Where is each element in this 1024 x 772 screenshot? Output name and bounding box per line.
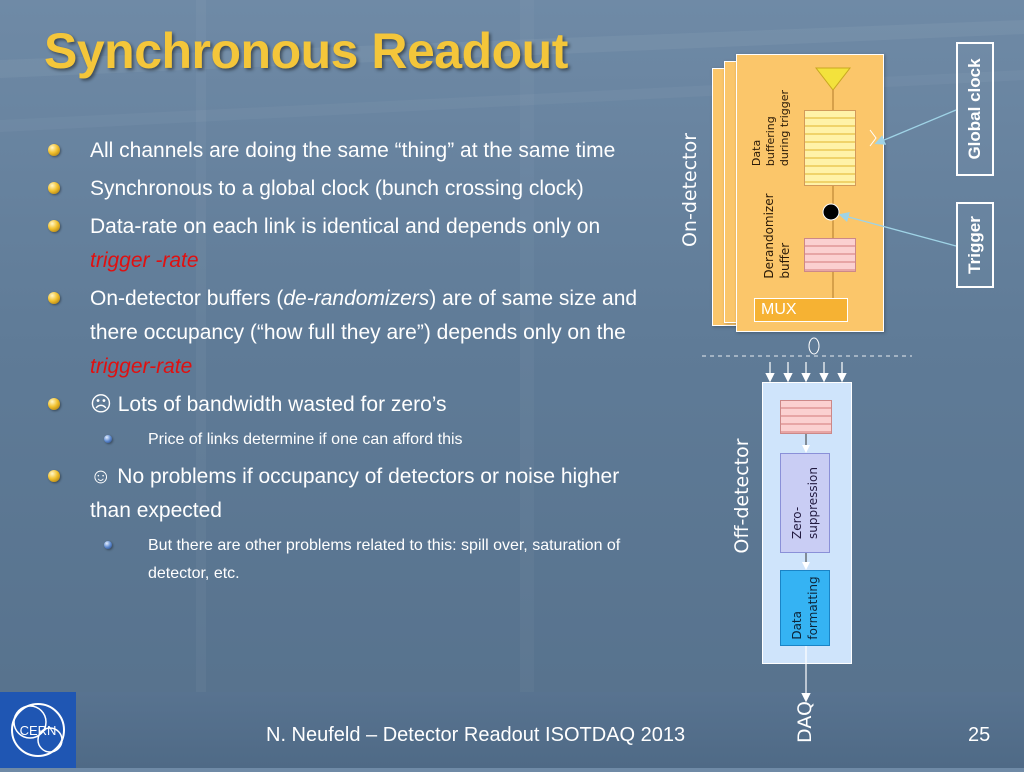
footer-text: N. Neufeld – Detector Readout ISOTDAQ 20… bbox=[266, 724, 686, 746]
bullet-icon bbox=[48, 144, 60, 156]
bullet-icon bbox=[48, 182, 60, 194]
derandomizer-label: Derandomizer buffer bbox=[762, 193, 792, 279]
bullet-list: All channels are doing the same “thing” … bbox=[44, 134, 644, 594]
bullet-item: On-detector buffers (de-randomizers) are… bbox=[44, 282, 644, 384]
bullet-item: Data-rate on each link is identical and … bbox=[44, 210, 644, 278]
daq-label: DAQ bbox=[794, 701, 816, 743]
bullet-item: Synchronous to a global clock (bunch cro… bbox=[44, 172, 644, 206]
derandomizer-buffer bbox=[804, 238, 856, 272]
off-detector-label: Off-detector bbox=[731, 438, 753, 554]
bullet-text: de-randomizers bbox=[283, 287, 430, 310]
slide-title: Synchronous Readout bbox=[44, 23, 568, 79]
bullet-text: Synchronous to a global clock (bunch cro… bbox=[90, 177, 584, 200]
bullet-text: But there are other problems related to … bbox=[148, 537, 621, 582]
trigger-label: Trigger bbox=[965, 216, 984, 274]
bullet-text: Data-rate on each link is identical and … bbox=[90, 215, 601, 238]
bullet-text: All channels are doing the same “thing” … bbox=[90, 139, 616, 162]
off-detector-buffer bbox=[780, 400, 832, 434]
bullet-text: trigger -rate bbox=[90, 249, 199, 272]
sub-bullet-icon bbox=[104, 435, 112, 443]
data-formatting-label: Data formatting bbox=[790, 576, 820, 640]
cern-logo: CERN bbox=[0, 692, 76, 768]
on-detector-label: On-detector bbox=[679, 132, 701, 248]
sub-bullet-item: Price of links determine if one can affo… bbox=[44, 426, 644, 454]
bullet-icon bbox=[48, 470, 60, 482]
bullet-text: trigger-rate bbox=[90, 355, 193, 378]
global-clock-box: Global clock bbox=[956, 42, 994, 176]
trigger-box: Trigger bbox=[956, 202, 994, 288]
bullet-icon bbox=[48, 398, 60, 410]
page-number: 25 bbox=[968, 724, 991, 746]
bullet-icon bbox=[48, 220, 60, 232]
sub-bullet-item: But there are other problems related to … bbox=[44, 532, 644, 588]
data-buffer bbox=[804, 110, 856, 186]
bullet-text: ) are of same size and there occupancy (… bbox=[90, 287, 638, 344]
mux-block: MUX bbox=[754, 298, 848, 322]
bullet-item: ☹ Lots of bandwidth wasted for zero’s bbox=[44, 388, 644, 422]
footer-bar bbox=[0, 692, 1024, 768]
bullet-icon bbox=[48, 292, 60, 304]
zero-suppression-label: Zero- suppression bbox=[790, 467, 820, 539]
bullet-item: ☺ No problems if occupancy of detectors … bbox=[44, 460, 644, 528]
bullet-text: ☹ Lots of bandwidth wasted for zero’s bbox=[90, 393, 447, 416]
bullet-text: Price of links determine if one can affo… bbox=[148, 431, 463, 448]
bullet-item: All channels are doing the same “thing” … bbox=[44, 134, 644, 168]
data-formatting-block bbox=[780, 570, 830, 646]
channel-card-front bbox=[736, 54, 884, 332]
global-clock-label: Global clock bbox=[965, 58, 984, 160]
sub-bullet-icon bbox=[104, 541, 112, 549]
logo-text: CERN bbox=[20, 723, 57, 738]
bullet-text: On-detector buffers ( bbox=[90, 287, 284, 310]
zero-suppression-block bbox=[780, 453, 830, 553]
bullet-text: ☺ No problems if occupancy of detectors … bbox=[90, 465, 620, 522]
data-buffering-label: Data buffering during trigger bbox=[750, 89, 791, 167]
